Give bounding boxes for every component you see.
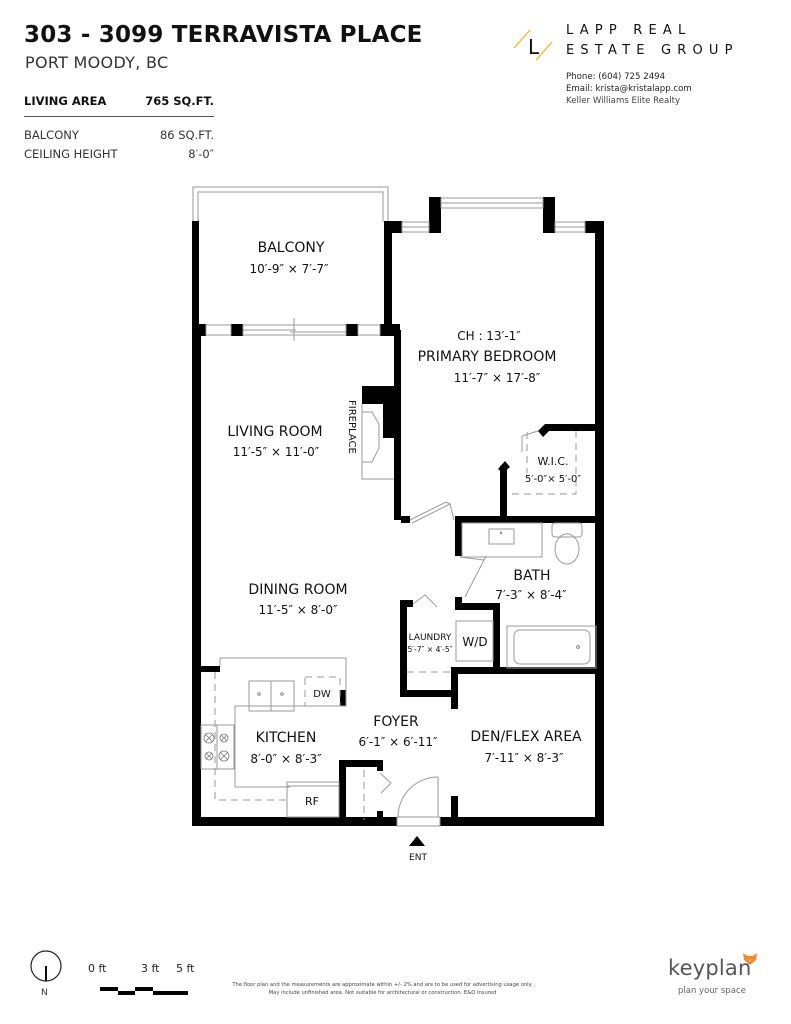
brokerage-brand: L LAPP REAL ESTATE GROUP Phone: (604) 72…: [510, 18, 780, 118]
kitchen-dims: 8′-0″ × 8′-3″: [250, 752, 322, 766]
washer-dryer-label: W/D: [462, 635, 487, 649]
bath-label: BATH: [513, 568, 550, 584]
scale-label-3: 3 ft: [141, 962, 160, 975]
ceiling-height-row: CEILING HEIGHT 8′-0″: [24, 144, 214, 163]
property-address: 303 - 3099 TERRAVISTA PLACE: [24, 22, 423, 48]
dishwasher-label: DW: [313, 689, 331, 700]
bath-sink-icon: [488, 528, 515, 545]
balcony-label: BALCONY: [258, 240, 325, 256]
keyplan-logo: keyplan plan your space: [668, 953, 768, 1000]
bath-dims: 7′-3″ × 8′-4″: [495, 588, 567, 602]
walls: [192, 197, 604, 826]
brand-name-line1: LAPP REAL: [566, 23, 692, 38]
living-room-dims: 11′-5″ × 11′-0″: [233, 445, 320, 459]
balcony-area-row: BALCONY 86 SQ.FT.: [24, 125, 214, 144]
keyplan-tagline: plan your space: [678, 986, 746, 996]
wic-dims: 5′-0″× 5′-0″: [525, 474, 582, 485]
den-dims: 7′-11″ × 8′-3″: [485, 751, 564, 765]
area-stats: LIVING AREA 765 SQ.FT. BALCONY 86 SQ.FT.…: [24, 91, 214, 163]
refrigerator-label: RF: [305, 795, 319, 808]
entrance-arrow-icon: [409, 836, 425, 846]
fireplace-label: FIREPLACE: [346, 400, 357, 454]
kitchen-fixtures: [200, 657, 347, 818]
living-room-label: LIVING ROOM: [227, 424, 322, 440]
keyplan-wordmark: keyplan: [668, 956, 752, 980]
kitchen-label: KITCHEN: [256, 730, 317, 746]
bath-fixtures: [461, 522, 597, 669]
logo-letter: L: [528, 35, 540, 59]
contact-info: Phone: (604) 725 2494 Email: krista@kris…: [566, 71, 692, 107]
brand-name-line2: ESTATE GROUP: [566, 43, 739, 58]
disclaimer-line1: The floor plan and the measurements are …: [232, 982, 533, 988]
dashed-lines: [214, 431, 577, 820]
fireplace-hearth: [361, 404, 394, 480]
living-area-value: 765 SQ.FT.: [145, 93, 214, 108]
compass-and-scale: [30, 950, 188, 995]
den-label: DEN/FLEX AREA: [470, 729, 582, 745]
balcony-dims: 10′-9″ × 7′-7″: [250, 262, 329, 276]
living-area-label: LIVING AREA: [24, 93, 107, 108]
compass-north-label: N: [41, 988, 48, 998]
contact-email[interactable]: Email: krista@kristalapp.com: [566, 84, 692, 94]
stats-divider: [24, 116, 214, 117]
bedroom-ceiling-height: CH : 13′-1″: [457, 329, 521, 343]
disclaimer-line2: May include unfinished area. Not suitabl…: [268, 990, 497, 996]
balcony-area-value: 86 SQ.FT.: [159, 127, 214, 142]
laundry-dims: 5′-7″ × 4′-5″: [407, 645, 452, 654]
foyer-label: FOYER: [373, 714, 419, 730]
living-area-row: LIVING AREA 765 SQ.FT.: [24, 91, 214, 110]
bedroom-dims: 11′-7″ × 17′-8″: [454, 371, 541, 385]
toilet-bowl-icon: [554, 533, 580, 565]
bedroom-label: PRIMARY BEDROOM: [418, 349, 557, 365]
dining-room-dims: 11′-5″ × 8′-0″: [259, 603, 338, 617]
north-compass-icon: [30, 950, 62, 982]
disclaimer: The floor plan and the measurements are …: [215, 981, 550, 997]
property-city: PORT MOODY, BC: [25, 53, 169, 72]
doors: [379, 430, 539, 818]
ceiling-height-label: CEILING HEIGHT: [24, 146, 118, 161]
bathtub-icon: [506, 625, 597, 669]
laundry-label: LAUNDRY: [409, 633, 452, 643]
balcony-area-label: BALCONY: [24, 127, 79, 142]
windows: [205, 197, 586, 827]
foyer-dims: 6′-1″ × 6′-11″: [359, 735, 438, 749]
entrance-label: ENT: [409, 853, 427, 863]
fox-icon: [743, 953, 757, 965]
contact-office: Keller Williams Elite Realty: [566, 96, 681, 106]
lapp-logo-icon: L: [513, 29, 553, 61]
ceiling-height-value: 8′-0″: [188, 146, 214, 161]
scale-bar-icon: [100, 987, 188, 995]
scale-label-0: 0 ft: [88, 962, 107, 975]
scale-label-5: 5 ft: [176, 962, 195, 975]
washer-dryer: [455, 620, 494, 662]
entrance-marker: ENT: [409, 836, 427, 863]
room-labels: BALCONY 10′-9″ × 7′-7″ CH : 13′-1″ PRIMA…: [227, 240, 582, 808]
wic-label: W.I.C.: [537, 455, 568, 468]
toilet-tank-icon: [551, 522, 583, 538]
contact-phone: Phone: (604) 725 2494: [566, 72, 666, 82]
refrigerator-icon: [286, 781, 340, 818]
balcony-railing: [192, 186, 389, 222]
dining-room-label: DINING ROOM: [248, 582, 347, 598]
